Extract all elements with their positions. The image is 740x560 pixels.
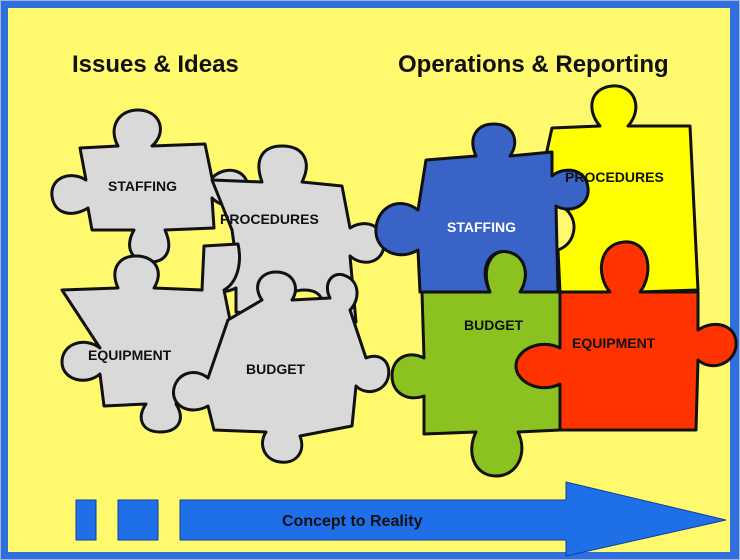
arrow-block-small xyxy=(75,499,97,541)
heading-operations-reporting: Operations & Reporting xyxy=(398,51,669,78)
assembled-piece-equipment xyxy=(514,240,738,432)
scattered-label-procedures: PROCEDURES xyxy=(220,211,319,227)
arrow-block-medium xyxy=(117,499,159,541)
scattered-label-staffing: STAFFING xyxy=(108,178,177,194)
scattered-pieces: STAFFING PROCEDURES EQUIPMENT BUDGET xyxy=(50,108,391,464)
assembled-label-staffing: STAFFING xyxy=(447,219,516,235)
assembled-label-procedures: PROCEDURES xyxy=(565,169,664,185)
assembled-label-equipment: EQUIPMENT xyxy=(572,335,656,351)
arrow-label: Concept to Reality xyxy=(282,513,423,530)
scattered-label-equipment: EQUIPMENT xyxy=(88,347,172,363)
assembled-label-budget: BUDGET xyxy=(464,317,524,333)
assembled-pieces: PROCEDURES STAFFING BUDGET EQUIPMENT xyxy=(374,84,738,478)
heading-issues-ideas: Issues & Ideas xyxy=(72,51,239,78)
arrow-shaft xyxy=(179,481,727,557)
scattered-label-budget: BUDGET xyxy=(246,361,306,377)
scattered-piece-staffing xyxy=(50,108,250,264)
scattered-piece-budget xyxy=(172,270,391,464)
concept-to-reality-arrow: Concept to Reality xyxy=(75,481,727,557)
